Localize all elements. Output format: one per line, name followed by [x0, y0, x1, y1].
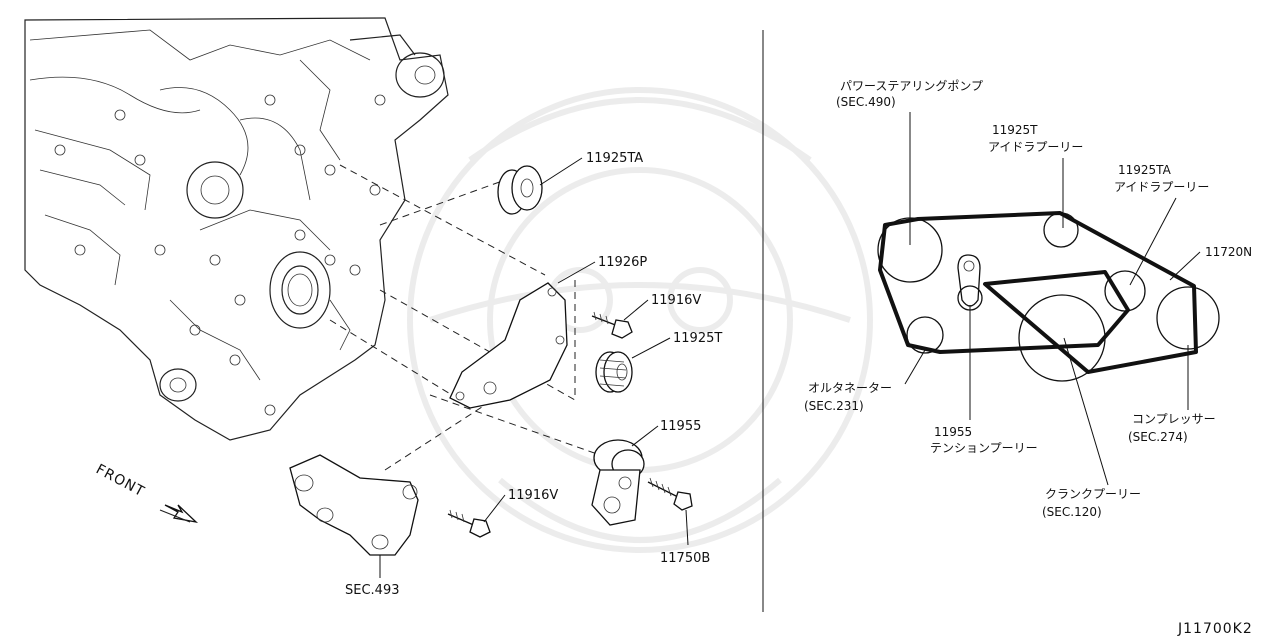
drive-belt-11720n [878, 211, 1198, 374]
label-11750b: 11750B [660, 551, 710, 566]
label-belt-part: 11720N [1205, 245, 1252, 259]
label-tensioner-name: テンションプーリー [930, 441, 1038, 455]
idler-pulley-11925ta [497, 165, 543, 215]
right-leader-lines [904, 112, 1201, 486]
label-compressor-sec: (SEC.274) [1128, 430, 1188, 444]
label-11955: 11955 [660, 419, 701, 434]
diagram-code: J11700K2 [1177, 621, 1253, 637]
bolt-11750b [647, 477, 693, 511]
tensioner-arm [957, 254, 981, 307]
label-crank-sec: (SEC.120) [1042, 505, 1102, 519]
label-idler-ta-name: アイドラプーリー [1114, 180, 1209, 194]
label-compressor-name: コンプレッサー [1132, 412, 1216, 426]
front-label: FRONT [93, 461, 147, 500]
left-leader-lines [379, 157, 689, 578]
label-sec493: SEC.493 [345, 583, 400, 598]
idler-pulley-11925t [595, 351, 633, 393]
label-11925ta: 11925TA [586, 151, 643, 166]
label-11916v-lower: 11916V [508, 488, 558, 503]
label-alternator-sec: (SEC.231) [804, 399, 864, 413]
engine-block-drawing [24, 17, 449, 441]
bolt-11916v-lower [447, 509, 491, 538]
label-tensioner-part: 11955 [934, 425, 972, 439]
label-alternator-name: オルタネーター [808, 381, 892, 395]
front-indicator: FRONT [93, 461, 199, 524]
label-idler-t-name: アイドラプーリー [988, 140, 1083, 154]
tensioner-11955 [591, 439, 645, 526]
label-11926p: 11926P [598, 255, 647, 270]
label-11916v-upper: 11916V [651, 293, 701, 308]
label-idler-ta-part: 11925TA [1118, 163, 1172, 177]
bracket-11926p [449, 282, 568, 409]
crank-pulley [1018, 294, 1106, 382]
label-11925t: 11925T [673, 331, 722, 346]
belt-routing-diagram [877, 211, 1220, 382]
label-crank-name: クランクプーリー [1045, 487, 1141, 501]
label-idler-t-part: 11925T [992, 123, 1038, 137]
label-ps-pump-name: パワーステアリングポンプ [840, 79, 983, 93]
idler-pulley-t [1043, 212, 1079, 248]
bolt-11916v-upper [591, 311, 633, 339]
compressor-pulley [1156, 286, 1220, 350]
mount-bracket-sec493 [289, 454, 419, 556]
idler-pulley-ta [1104, 270, 1146, 312]
alternator-pulley [906, 316, 944, 354]
label-ps-pump-sec: (SEC.490) [836, 95, 896, 109]
